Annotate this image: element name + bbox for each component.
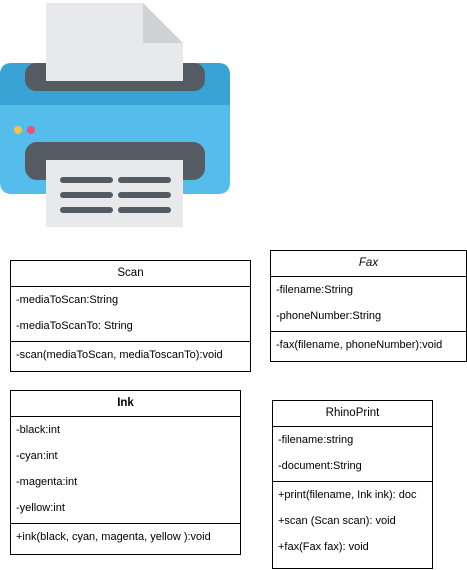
attribute: -black:int [16,424,61,436]
class-ink-operations: +ink(black, cyan, magenta, yellow ):void [11,523,240,552]
attribute: -mediaToScan:String [16,294,119,306]
class-fax-title: Fax [271,251,466,277]
operation: +ink(black, cyan, magenta, yellow ):void [16,531,211,543]
class-scan-operations: -scan(mediaToScan, mediaToscanTo):void [11,341,250,370]
attribute: -magenta:int [16,476,78,488]
operation: -fax(filename, phoneNumber):void [276,339,443,351]
operation: -scan(mediaToScan, mediaToscanTo):void [16,349,223,361]
attribute: -phoneNumber:String [276,310,382,322]
class-rhinoprint[interactable]: RhinoPrint -filename:string -document:St… [272,400,433,569]
class-scan[interactable]: Scan -mediaToScan:String -mediaToScanTo:… [10,260,251,372]
class-ink[interactable]: Ink -black:int -cyan:int -magenta:int -y… [10,390,241,555]
class-scan-attributes: -mediaToScan:String -mediaToScanTo: Stri… [11,287,250,341]
operation: +print(filename, Ink ink): doc [278,489,417,501]
attribute: -yellow:int [16,502,65,514]
paper-through-slot [46,63,183,81]
class-fax[interactable]: Fax -filename:String -phoneNumber:String… [270,250,467,362]
class-fax-operations: -fax(filename, phoneNumber):void [271,331,466,360]
paper-fold [143,3,183,43]
paper-text-lines [60,177,171,213]
class-ink-attributes: -black:int -cyan:int -magenta:int -yello… [11,417,240,523]
class-scan-title: Scan [11,261,250,287]
attribute: -filename:string [278,434,354,446]
attribute: -cyan:int [16,450,58,462]
operation: +scan (Scan scan): void [278,515,396,527]
status-led-yellow [14,126,22,134]
class-fax-attributes: -filename:String -phoneNumber:String [271,277,466,331]
operation: +fax(Fax fax): void [278,541,369,553]
attribute: -document:String [278,460,362,472]
status-led-pink [27,126,35,134]
printer-icon [0,3,230,227]
class-rhinoprint-attributes: -filename:string -document:String [273,427,432,481]
attribute: -mediaToScanTo: String [16,320,133,332]
attribute: -filename:String [276,284,354,296]
class-rhinoprint-title: RhinoPrint [273,401,432,427]
class-rhinoprint-operations: +print(filename, Ink ink): doc +scan (Sc… [273,481,432,562]
class-ink-title: Ink [11,391,240,417]
